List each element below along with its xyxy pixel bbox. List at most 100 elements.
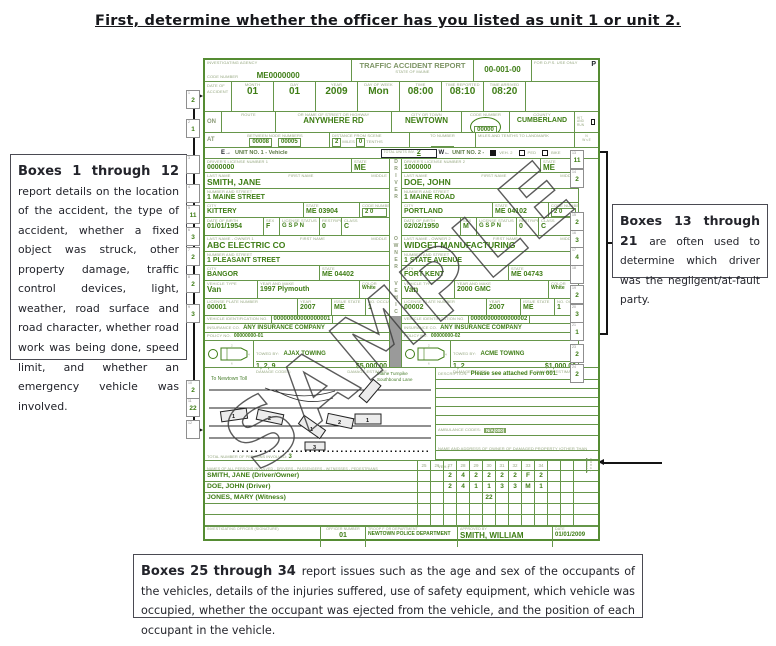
person-cell-31: 2	[495, 471, 508, 481]
date-field-value: 01	[246, 86, 259, 98]
sketch-to-label: To Newtown Toll	[211, 376, 247, 382]
margin-box-14: 14 2	[570, 169, 584, 188]
vin-label: VEHICLE IDENTIFICATION NO.	[404, 316, 465, 322]
driver-vertical-label: DRIVER	[393, 159, 399, 201]
license-status-label: LICENSE STATUS	[479, 218, 514, 223]
driver-city-state: ME 03904	[306, 208, 338, 216]
year-make-label: YEAR AND MAKE	[260, 281, 294, 286]
city-label: CITY	[207, 203, 217, 208]
person-cell-blank	[573, 471, 586, 481]
date-field-label: TIME REPORTED	[445, 82, 480, 87]
occupants-value: 1	[557, 304, 561, 312]
margin-box-16: 16 3	[570, 230, 584, 249]
form-header-row: INVESTIGATING AGENCY CODE NUMBER ME00000…	[205, 60, 598, 82]
margin-box-4: 4	[186, 184, 200, 203]
department-label: TROOP F OR DEPARTMENT	[368, 527, 418, 531]
person-cell-25	[417, 493, 430, 503]
plate-number: 00001	[207, 304, 227, 312]
issue-state-label: ISSUE STATE	[523, 299, 550, 304]
margin-box-13: 13 11	[570, 150, 584, 169]
persons-table: NAMES OF ALL PERSONS INVOLVED - DRIVERS …	[205, 457, 598, 526]
driver-name-row: LAST NAME FIRST NAME MIDDLE DOE, JOHN	[402, 173, 578, 189]
col-25: 25	[417, 461, 430, 470]
vehicle-color: White	[551, 285, 565, 292]
description-label: DESCRIPTION:	[438, 370, 468, 376]
person-cell-26	[430, 504, 443, 514]
compass-s: S	[586, 139, 588, 143]
officer-number-label: OFFICER NUMBER	[326, 527, 360, 531]
person-cell-29: 1	[469, 482, 482, 492]
class-label: CLASS	[541, 218, 555, 223]
date-field-value: Mon	[368, 86, 389, 98]
person-cell-25	[417, 504, 430, 514]
license-number: 0000000	[207, 164, 235, 172]
margin-box-value: 22	[189, 405, 197, 412]
vehicle-type: Van	[404, 285, 419, 295]
center-divider: DRIVER OWNER VEHICLE	[389, 159, 402, 367]
driver-name: SMITH, JANE	[207, 177, 261, 188]
date-field: YEAR 2009	[315, 82, 357, 111]
person-cell-29	[469, 515, 482, 525]
approved-by-value: SMITH, WILLIAM	[460, 530, 524, 540]
table-row	[205, 515, 598, 526]
agency-label: INVESTIGATING AGENCY	[207, 60, 258, 65]
ped-checkbox	[518, 149, 525, 156]
callout-boxes-1-12: Boxes 1 through 12 report details on the…	[10, 154, 187, 413]
year-make-label: YEAR AND MAKE	[457, 281, 491, 286]
plate-label: LICENSE PLATE NUMBER	[207, 299, 259, 304]
class-value: C	[344, 223, 350, 231]
unit-header-row: E→ UNIT NO. 1 - Vehicle TOTAL UNITS INV.…	[205, 148, 598, 159]
dps-label: FOR D.P.S. USE ONLY	[534, 60, 578, 65]
plate-year-label: YEAR	[300, 299, 312, 304]
officer-footer-row: INVESTIGATING OFFICER (SIGNATURE) OFFICE…	[205, 526, 598, 547]
owner-street: 1 PLEASANT STREET	[207, 257, 281, 265]
towed-by-label: TOWED BY:	[453, 351, 477, 356]
svg-text:2: 2	[338, 420, 341, 426]
policy-row: POLICY NO. 00000000-01	[205, 333, 389, 341]
last-name-label: LAST NAME	[404, 173, 428, 178]
towed-by-label: TOWED BY:	[256, 351, 280, 356]
insurance-value: ANY INSURANCE COMPANY	[243, 324, 325, 331]
damage-codes-value: 1, 2, 9	[256, 363, 276, 370]
city-town-label: CITY OR TOWN	[411, 112, 442, 117]
margin-box-number: 9	[188, 305, 190, 309]
margin-box-value: 3	[575, 237, 579, 244]
year-make: 2000 GMC	[457, 286, 491, 294]
page-title: First, determine whether the officer has…	[95, 13, 681, 29]
person-cell-blank	[573, 515, 586, 525]
person-cell-29	[469, 504, 482, 514]
bike-label: BIKE	[551, 149, 561, 155]
margin-box-value: 2	[191, 97, 195, 104]
color-label: COLOR	[362, 281, 377, 286]
person-cell-blank	[573, 493, 586, 503]
person-cell-33	[521, 493, 534, 503]
miles-value: 2	[332, 138, 342, 147]
table-row: JONES, MARY (Witness) 22	[205, 493, 598, 504]
driver-street-row: NUMBER AND STREET 1 MAINE ROAD	[402, 189, 578, 203]
vehicle-type-label: VEHICLE TYPE	[404, 281, 434, 286]
callout-heading: Boxes 1 through 12	[18, 164, 179, 179]
ruled-line	[436, 398, 598, 408]
margin-box-5: 5 11	[186, 205, 200, 224]
county-label: COUNTY	[533, 112, 551, 117]
report-subtitle: STATE OF MAINE	[395, 69, 430, 74]
class-label: CLASS	[344, 218, 358, 223]
department-value: NEWTOWN POLICE DEPARTMENT	[368, 530, 451, 537]
street-label: NUMBER AND STREET	[404, 252, 450, 257]
margin-box-7: 7 2	[186, 247, 200, 266]
license-number: 1000000	[404, 164, 432, 172]
street-highway-label: OR NAME OF STREET OR HIGHWAY	[297, 112, 370, 117]
person-cell-31	[495, 515, 508, 525]
person-cell-blank	[560, 482, 573, 492]
owner-name-row: LAST NAME - OWNER 2 FIRST NAME MIDDLE WI…	[402, 236, 578, 252]
margin-box-value: 11	[573, 157, 581, 164]
middle-label: MIDDLE	[560, 236, 576, 241]
persons-involved-value: 3	[288, 454, 292, 460]
owner-name-row: LAST NAME - OWNER 1 FIRST NAME MIDDLE AB…	[205, 236, 389, 252]
ruled-line	[436, 407, 598, 417]
col-blank	[573, 461, 586, 470]
officer-signature-label: INVESTIGATING OFFICER (SIGNATURE)	[207, 527, 279, 531]
callout-body: are often used to determine which driver…	[620, 235, 760, 307]
margin-box-number: 6	[188, 228, 190, 232]
plate-row: LICENSE PLATE NUMBER 00002 YEAR 2007 ISS…	[402, 299, 578, 316]
